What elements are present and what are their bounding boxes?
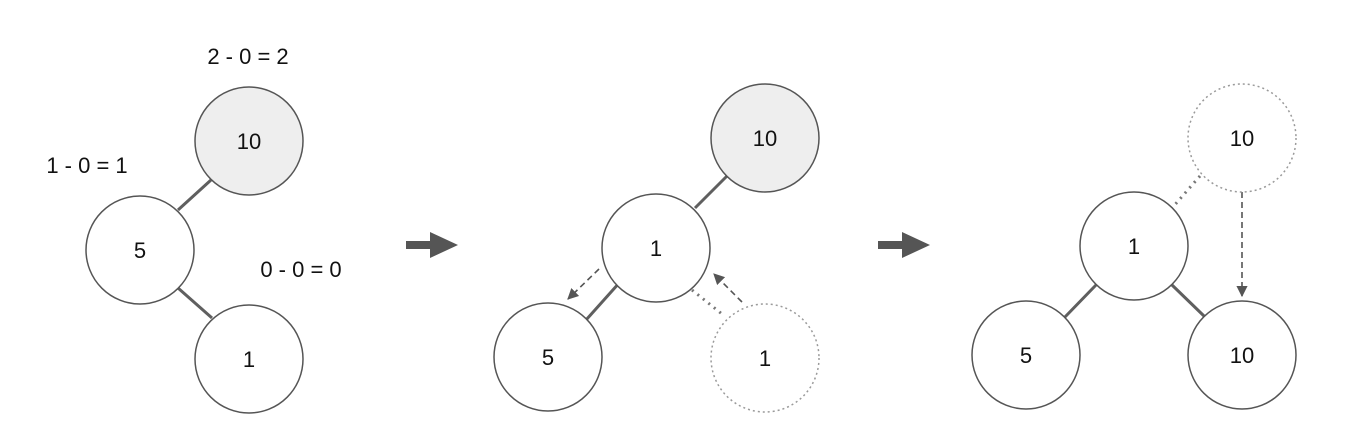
ghost-node-1-value: 1 <box>759 346 771 371</box>
node-1-value: 1 <box>650 236 662 261</box>
node-5-value: 5 <box>1020 343 1032 368</box>
transition-arrow-icon <box>406 232 458 258</box>
node-5-value: 5 <box>542 345 554 370</box>
node-1 <box>1079 191 1189 301</box>
ghost-node-10 <box>1187 83 1297 193</box>
ghost-edge <box>1170 175 1202 209</box>
balance-label-5: 1 - 0 = 1 <box>46 153 127 178</box>
stage-2: 10 1 5 1 <box>493 83 820 413</box>
ghost-edge <box>691 288 723 316</box>
move-arrow-up <box>713 273 743 303</box>
balance-label-10: 2 - 0 = 2 <box>207 44 288 69</box>
edge-1-5 <box>1062 283 1098 320</box>
node-10 <box>1187 300 1297 410</box>
node-10-value: 10 <box>1230 343 1254 368</box>
edge-10-1 <box>693 174 729 210</box>
node-1 <box>194 304 304 414</box>
stage-1: 10 5 1 2 - 0 = 2 1 - 0 = 1 0 - 0 = 0 <box>46 44 342 414</box>
edge-10-5 <box>176 178 213 212</box>
balance-label-1: 0 - 0 = 0 <box>260 257 341 282</box>
edge-1-5 <box>584 280 622 322</box>
node-1-value: 1 <box>243 347 255 372</box>
move-arrow-left <box>567 268 600 300</box>
edge-5-1 <box>177 286 213 320</box>
node-1-value: 1 <box>1128 234 1140 259</box>
node-10 <box>194 86 304 196</box>
node-5 <box>493 302 603 412</box>
node-5-value: 5 <box>134 238 146 263</box>
node-1 <box>601 193 711 303</box>
stage-3: 10 1 5 10 <box>971 83 1297 410</box>
ghost-node-10-value: 10 <box>1230 126 1254 151</box>
edge-1-10 <box>1170 283 1206 318</box>
node-10-value: 10 <box>753 126 777 151</box>
node-10 <box>710 83 820 193</box>
node-5 <box>85 195 195 305</box>
ghost-node-1 <box>710 303 820 413</box>
transition-arrow-icon <box>878 232 930 258</box>
node-5 <box>971 300 1081 410</box>
node-10-value: 10 <box>237 129 261 154</box>
